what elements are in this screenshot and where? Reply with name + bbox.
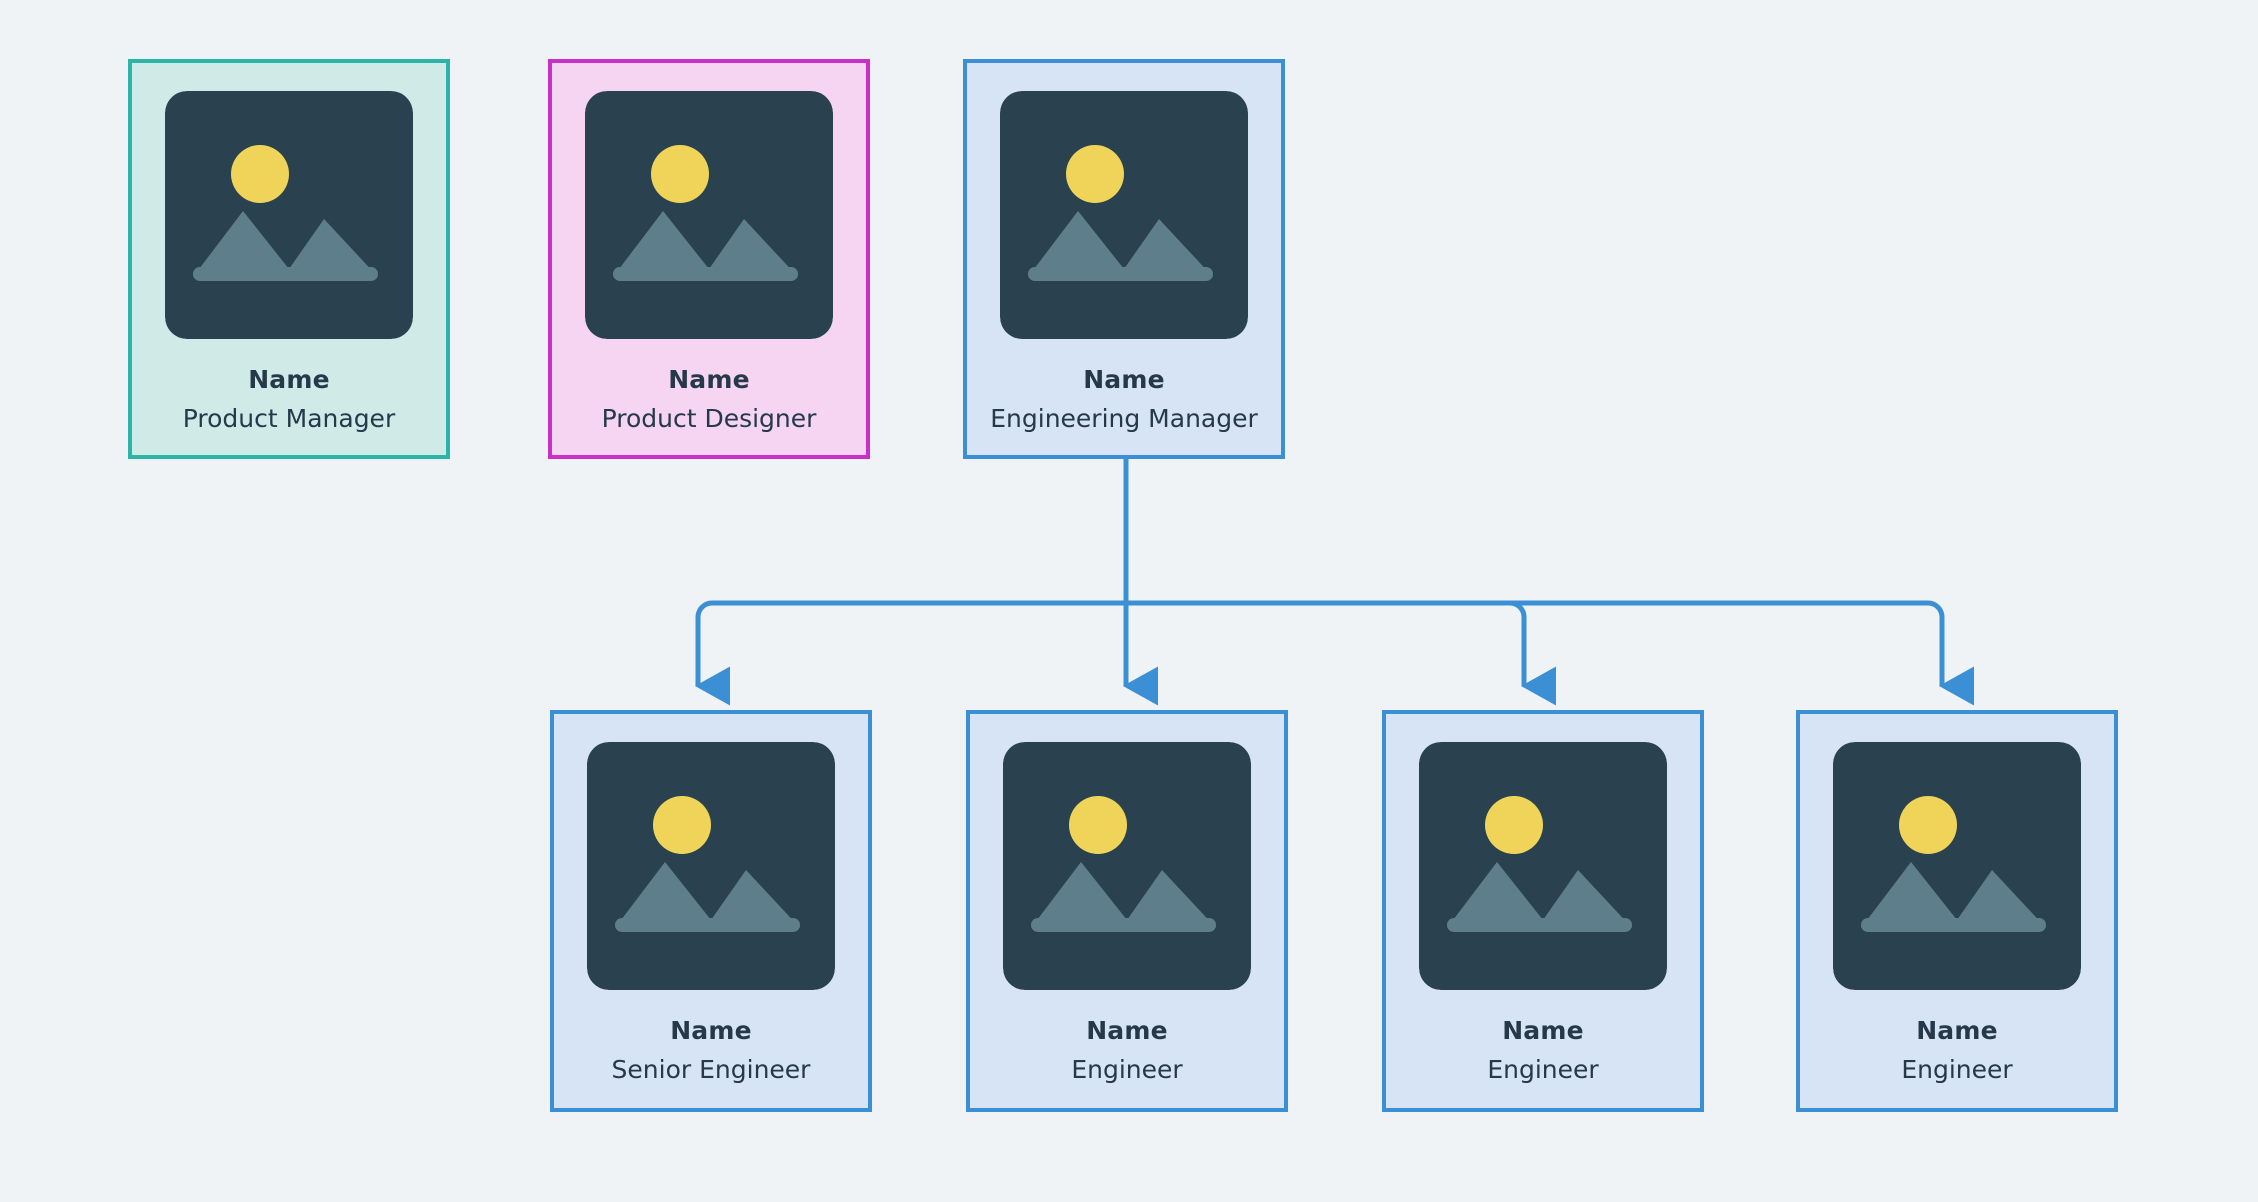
person-role: Engineer (1071, 1055, 1183, 1084)
person-card-senior-engineer[interactable]: Name Senior Engineer (550, 710, 872, 1112)
person-role: Product Manager (182, 404, 396, 433)
person-name: Name (248, 365, 330, 394)
person-name: Name (1916, 1016, 1998, 1045)
image-placeholder-icon (1833, 742, 2081, 990)
person-name: Name (1083, 365, 1165, 394)
image-placeholder-icon (587, 742, 835, 990)
image-placeholder-icon (1419, 742, 1667, 990)
image-placeholder-icon (1003, 742, 1251, 990)
person-role: Senior Engineer (611, 1055, 811, 1084)
person-role: Engineer (1901, 1055, 2013, 1084)
person-role: Engineer (1487, 1055, 1599, 1084)
person-labels: Name Product Manager (132, 365, 446, 433)
connector-branch-engineer-3 (1126, 600, 1974, 706)
connector-branch-engineer-2 (1126, 600, 1556, 706)
person-name: Name (668, 365, 750, 394)
person-labels: Name Engineering Manager (967, 365, 1281, 433)
connector-branch-senior-engineer (694, 600, 1126, 706)
person-card-product-designer[interactable]: Name Product Designer (548, 59, 870, 459)
person-role: Product Designer (601, 404, 817, 433)
person-labels: Name Engineer (970, 1016, 1284, 1084)
person-name: Name (1502, 1016, 1584, 1045)
person-card-engineer-2[interactable]: Name Engineer (1382, 710, 1704, 1112)
person-card-engineer-3[interactable]: Name Engineer (1796, 710, 2118, 1112)
person-labels: Name Engineer (1800, 1016, 2114, 1084)
person-labels: Name Senior Engineer (554, 1016, 868, 1084)
image-placeholder-icon (165, 91, 413, 339)
person-labels: Name Engineer (1386, 1016, 1700, 1084)
person-role: Engineering Manager (990, 404, 1258, 433)
person-card-engineer-1[interactable]: Name Engineer (966, 710, 1288, 1112)
person-labels: Name Product Designer (552, 365, 866, 433)
person-name: Name (1086, 1016, 1168, 1045)
image-placeholder-icon (1000, 91, 1248, 339)
person-card-engineering-manager[interactable]: Name Engineering Manager (963, 59, 1285, 459)
image-placeholder-icon (585, 91, 833, 339)
person-card-product-manager[interactable]: Name Product Manager (128, 59, 450, 459)
person-name: Name (670, 1016, 752, 1045)
